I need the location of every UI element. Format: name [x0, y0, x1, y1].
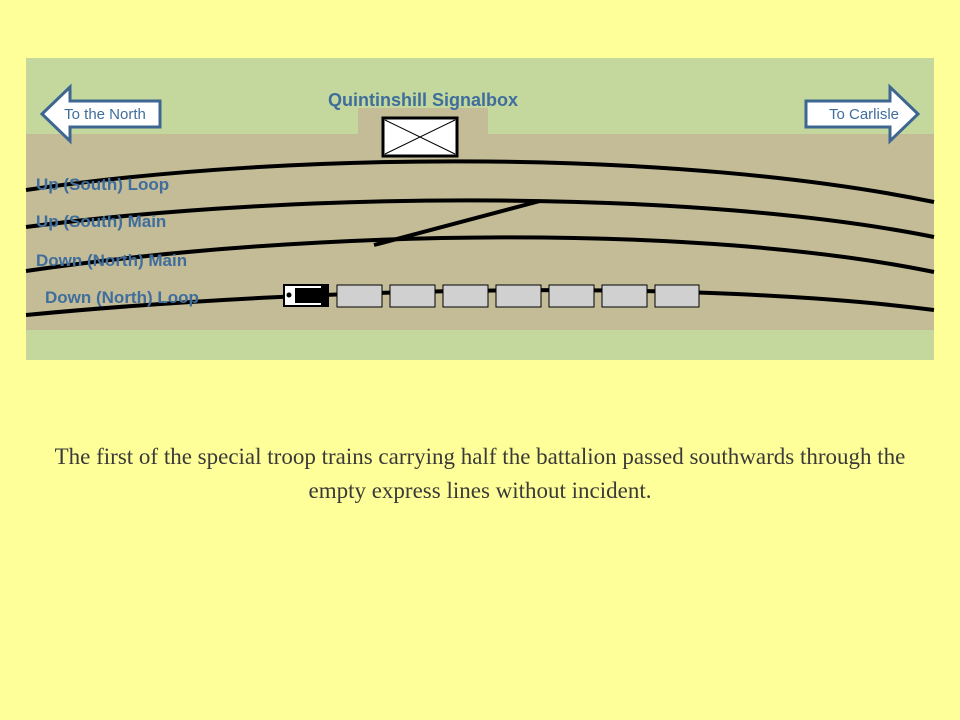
up-loop-track: [25, 159, 935, 204]
down-main-label: Down (North) Main: [36, 251, 187, 270]
down-loop-label: Down (North) Loop: [45, 288, 199, 307]
train-carriage: [336, 284, 383, 308]
up-main-track: [25, 198, 935, 239]
train-carriage: [442, 284, 489, 308]
up-main-label: Up (South) Main: [36, 212, 166, 231]
locomotive-icon: [283, 284, 329, 307]
train-carriage: [601, 284, 648, 308]
down-main-track: [25, 235, 935, 274]
troop-train: [283, 284, 700, 308]
up-loop-label: Up (South) Loop: [36, 175, 169, 194]
arrow-left-icon: To the North: [39, 83, 162, 145]
track-bed: [26, 108, 934, 330]
train-carriage: [495, 284, 542, 308]
signalbox-label: Quintinshill Signalbox: [328, 90, 518, 110]
slide-caption: The first of the special troop trains ca…: [54, 444, 906, 503]
crossover-track: [373, 199, 541, 247]
arrow-right-label: To Carlisle: [829, 106, 899, 123]
signalbox-icon: [381, 116, 459, 158]
train-carriage: [654, 284, 700, 308]
train-carriage: [389, 284, 436, 308]
arrow-left-label: To the North: [64, 106, 146, 123]
train-carriage: [548, 284, 595, 308]
arrow-right-icon: To Carlisle: [804, 83, 921, 145]
